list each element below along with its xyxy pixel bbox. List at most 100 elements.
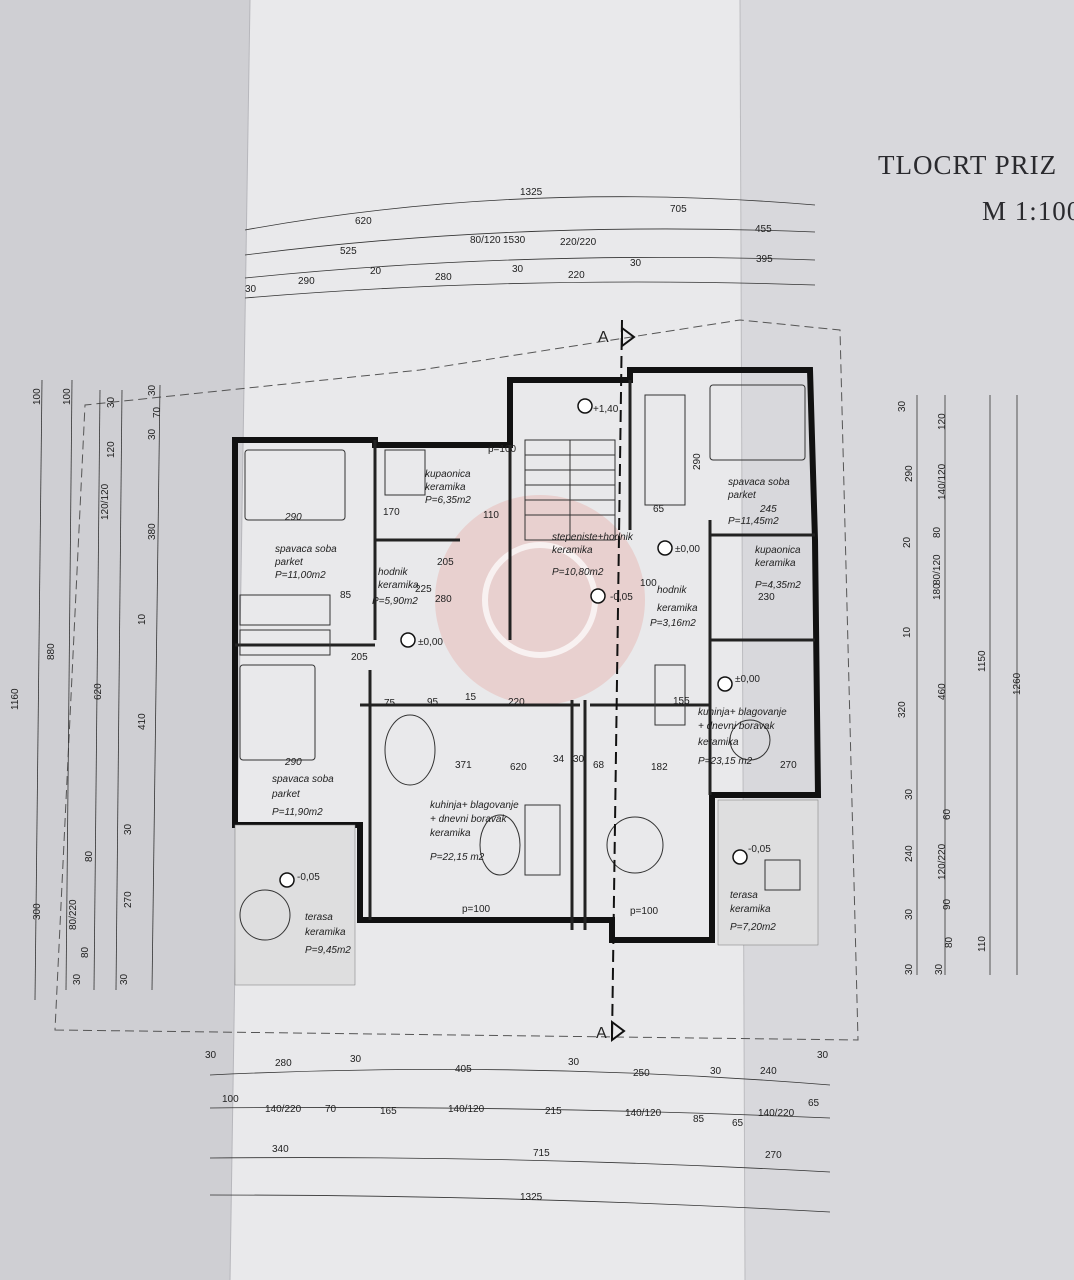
interior-walls xyxy=(235,380,815,930)
room-name: stepeniste+hodnik xyxy=(552,532,634,543)
dim-text: 395 xyxy=(756,254,773,265)
room-name: hodnik xyxy=(657,585,687,596)
dim-text: 460 xyxy=(937,683,948,700)
paper-right-panel xyxy=(740,0,1074,1280)
level-symbols xyxy=(279,398,748,888)
dim-text: 100 xyxy=(640,578,657,589)
drawing-title: TLOCRT PRIZ xyxy=(878,150,1058,180)
dim-text: 180 xyxy=(932,583,943,600)
dim-text: 15 xyxy=(465,692,477,703)
dim-text: 220/220 xyxy=(560,237,597,248)
exterior-walls xyxy=(232,367,822,943)
dim-text: 230 xyxy=(758,592,775,603)
dim-text: 30 xyxy=(147,428,158,440)
dim-text: 20 xyxy=(370,266,382,277)
dim-text: 170 xyxy=(383,507,400,518)
watermark-logo xyxy=(435,495,645,705)
section-label-top: A xyxy=(598,329,609,346)
section-arrow xyxy=(611,1020,626,1042)
right-dimension-texts: 30 290 20 10 320 30 240 30 30 120 140/12… xyxy=(897,400,1023,975)
dim-text: 30 xyxy=(710,1066,722,1077)
dim-text: 270 xyxy=(780,760,797,771)
paper-left-panel xyxy=(0,0,250,1280)
dim-text: 30 xyxy=(106,396,117,408)
dim-text: 65 xyxy=(808,1098,820,1109)
dim-text: 245 xyxy=(759,504,777,515)
dim-text: 155 xyxy=(673,696,690,707)
dim-text: 65 xyxy=(653,504,665,515)
dim-text: 320 xyxy=(897,701,908,718)
room-name: + dnevni boravak xyxy=(698,721,775,732)
room-area: P=10,80m2 xyxy=(552,567,604,578)
room-area: P=7,20m2 xyxy=(730,922,776,933)
level-text: ±0,00 xyxy=(735,674,760,685)
room-area: P=11,00m2 xyxy=(275,570,326,581)
room-floor: keramika xyxy=(430,828,471,839)
dim-text: 455 xyxy=(755,224,772,235)
dim-text: 10 xyxy=(137,613,148,625)
dim-text: 30 xyxy=(512,264,524,275)
left-dimension-texts: 1160 100 880 100 620 300 30 120 120/120 … xyxy=(10,384,163,985)
dim-text: 80 xyxy=(84,850,95,862)
section-label-bottom: A xyxy=(596,1025,607,1042)
room-name: spavaca soba xyxy=(728,477,790,488)
room-area: P=6,35m2 xyxy=(425,495,471,506)
level-text: -0,05 xyxy=(610,592,633,603)
site-boundary xyxy=(54,319,859,1041)
room-name: kuhinja+ blagovanje xyxy=(430,800,519,811)
room-area: P=11,90m2 xyxy=(272,807,323,818)
dim-text: 95 xyxy=(427,697,439,708)
paper-center-panel xyxy=(230,0,745,1280)
dim-text: 120/220 xyxy=(937,843,948,880)
room-area: P=9,45m2 xyxy=(305,945,351,956)
room-floor: keramika xyxy=(425,482,466,493)
room-area: P=5,90m2 xyxy=(372,596,418,607)
dim-text: 1260 xyxy=(1012,672,1023,695)
room-name: spavaca soba xyxy=(272,774,334,785)
section-arrow xyxy=(621,326,636,348)
stairs xyxy=(524,439,616,541)
dim-text: 90 xyxy=(942,898,953,910)
dim-text: 68 xyxy=(593,760,605,771)
inner-dimension-texts: p=100 170 110 205 85 225 205 280 75 95 1… xyxy=(340,444,797,917)
dim-text: 290 xyxy=(284,757,302,768)
dim-text: 140/120 xyxy=(937,463,948,500)
dim-text: 30 xyxy=(897,400,908,412)
dim-text: 30 xyxy=(72,973,83,985)
dim-text: 75 xyxy=(384,698,396,709)
dim-text: 290 xyxy=(904,465,915,482)
right-dimension-lines xyxy=(916,395,1018,975)
dim-text: 140/120 xyxy=(448,1104,485,1115)
dim-text: 410 xyxy=(137,713,148,730)
dim-text: 300 xyxy=(32,903,43,920)
level-text: -0,05 xyxy=(748,844,771,855)
dim-text: 165 xyxy=(380,1106,397,1117)
dim-text: 60 xyxy=(942,808,953,820)
dim-text: 10 xyxy=(902,626,913,638)
dim-text: 140/220 xyxy=(265,1104,302,1115)
dim-text: 182 xyxy=(651,762,668,773)
dim-text: 30 xyxy=(123,823,134,835)
room-name: kuhinja+ blagovanje xyxy=(698,707,787,718)
dim-text: 100 xyxy=(62,388,73,405)
dim-text: 30 xyxy=(245,284,257,295)
room-area: P=4,35m2 xyxy=(755,580,801,591)
dim-text: 280 xyxy=(275,1058,292,1069)
room-floor: parket xyxy=(271,789,301,800)
dim-text: 80 xyxy=(944,936,955,948)
dim-text: 30 xyxy=(817,1050,829,1061)
dim-text: 80 xyxy=(80,946,91,958)
dim-text: 1150 xyxy=(977,650,988,672)
top-dimension-lines xyxy=(244,196,816,299)
dim-text: 70 xyxy=(325,1104,337,1115)
dim-text: 30 xyxy=(147,384,158,396)
room-floor: keramika xyxy=(657,603,698,614)
room-name: terasa xyxy=(730,890,758,901)
dim-text: 380 xyxy=(147,523,158,540)
dim-text: 80 xyxy=(932,526,943,538)
dim-text: 30 xyxy=(934,963,945,975)
dim-text: 290 xyxy=(298,276,315,287)
dim-text: 270 xyxy=(765,1150,782,1161)
